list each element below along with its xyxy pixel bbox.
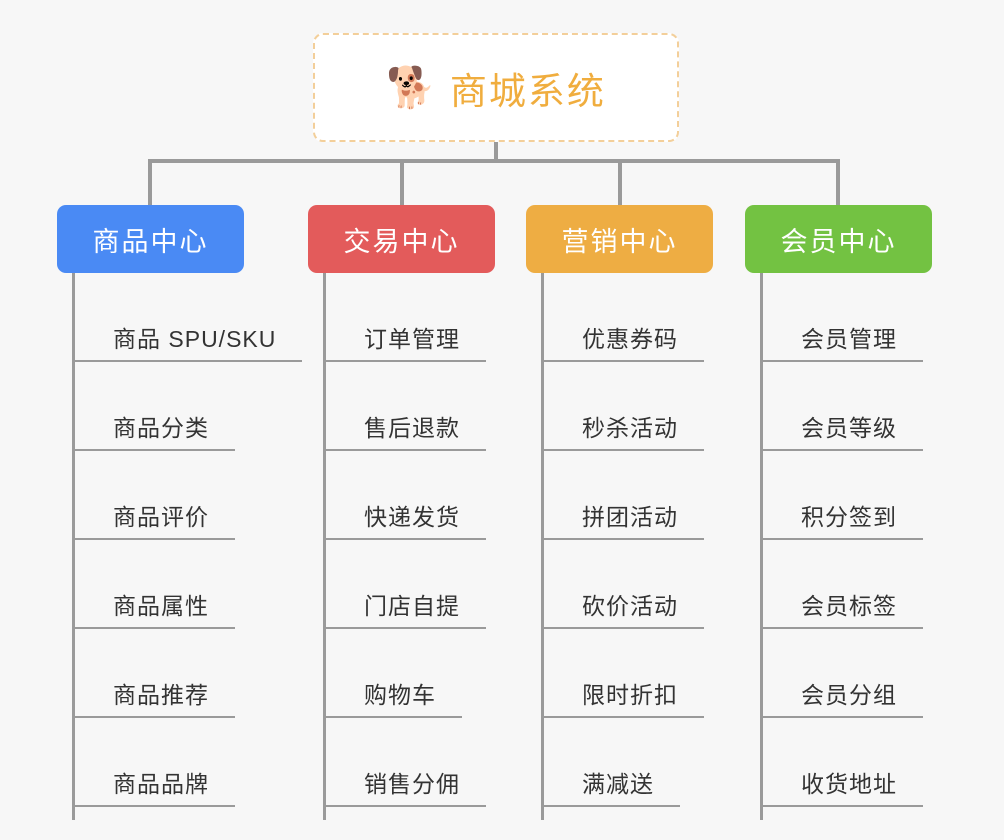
leaf-item-label: 限时折扣 [582,682,678,708]
leaf-item-label: 商品推荐 [113,682,209,708]
leaf-item-label: 销售分佣 [364,771,460,797]
leaf-item[interactable]: 会员分组 [763,629,923,718]
leaf-item-underline [763,627,923,629]
leaf-item-underline [75,360,303,362]
leaf-item-underline [763,360,923,362]
leaf-item[interactable]: 商品 SPU/SKU [75,273,303,362]
category-box-product-center[interactable]: 商品中心 [57,205,244,273]
column-spine [323,273,326,820]
leaf-item-underline [544,805,680,807]
root-node[interactable]: 🐕 商城系统 [313,33,679,142]
leaf-item-label: 商品属性 [113,593,209,619]
leaf-item[interactable]: 砍价活动 [544,540,704,629]
leaf-item-label: 售后退款 [364,415,460,441]
leaf-item[interactable]: 商品品牌 [75,718,235,807]
leaf-item-underline [326,360,486,362]
leaf-item-label: 会员等级 [801,415,897,441]
leaf-item[interactable]: 商品分类 [75,362,235,451]
leaf-item-label: 拼团活动 [582,504,678,530]
leaf-item[interactable]: 会员管理 [763,273,923,362]
category-box-label: 交易中心 [343,226,460,257]
leaf-item-label: 订单管理 [364,326,460,352]
leaf-item[interactable]: 商品属性 [75,540,235,629]
leaf-item-underline [326,538,486,540]
column-spine [760,273,763,820]
category-box-label: 营销中心 [561,226,678,257]
leaf-item-underline [75,449,235,451]
leaf-item-underline [544,716,704,718]
leaf-item[interactable]: 优惠券码 [544,273,704,362]
leaf-item-underline [763,805,923,807]
leaf-item-underline [326,805,486,807]
leaf-item-underline [75,716,235,718]
leaf-item-label: 商品分类 [113,415,209,441]
leaf-item-label: 满减送 [582,771,654,797]
leaf-item-label: 优惠券码 [582,326,678,352]
leaf-item-underline [544,360,704,362]
leaf-item-label: 会员分组 [801,682,897,708]
leaf-item[interactable]: 拼团活动 [544,451,704,540]
leaf-item[interactable]: 限时折扣 [544,629,704,718]
leaf-item[interactable]: 快递发货 [326,451,486,540]
leaf-item[interactable]: 商品推荐 [75,629,235,718]
category-box-label: 商品中心 [92,226,209,257]
connector-root-stub [494,142,498,162]
leaf-item[interactable]: 售后退款 [326,362,486,451]
leaf-item[interactable]: 积分签到 [763,451,923,540]
leaf-item-underline [763,716,923,718]
leaf-item[interactable]: 购物车 [326,629,462,718]
leaf-item-underline [75,538,235,540]
leaf-item[interactable]: 门店自提 [326,540,486,629]
category-box-trade-center[interactable]: 交易中心 [308,205,495,273]
leaf-item-label: 会员标签 [801,593,897,619]
leaf-item[interactable]: 会员标签 [763,540,923,629]
connector-horizontal-bar [148,159,840,163]
leaf-item-label: 砍价活动 [582,593,678,619]
leaf-item-label: 购物车 [364,682,436,708]
category-box-marketing-center[interactable]: 营销中心 [526,205,713,273]
leaf-item-underline [544,627,704,629]
leaf-item-label: 商品品牌 [113,771,209,797]
leaf-item-label: 会员管理 [801,326,897,352]
connector-drop-4 [836,159,840,207]
leaf-item[interactable]: 销售分佣 [326,718,486,807]
leaf-item-underline [763,449,923,451]
leaf-item-label: 秒杀活动 [582,415,678,441]
column-spine [72,273,75,820]
shiba-dog-face-icon: 🐕 [386,64,436,111]
root-node-label: 商城系统 [449,70,606,112]
category-box-member-center[interactable]: 会员中心 [745,205,932,273]
leaf-item[interactable]: 满减送 [544,718,680,807]
leaf-item-underline [544,538,704,540]
leaf-item-label: 积分签到 [801,504,897,530]
connector-drop-2 [400,159,404,207]
leaf-item-label: 收货地址 [801,771,897,797]
leaf-item[interactable]: 秒杀活动 [544,362,704,451]
leaf-item-underline [326,627,486,629]
leaf-item-underline [326,449,486,451]
leaf-item[interactable]: 收货地址 [763,718,923,807]
leaf-item-underline [544,449,704,451]
leaf-item-underline [326,716,462,718]
leaf-item[interactable]: 会员等级 [763,362,923,451]
leaf-item-underline [763,538,923,540]
leaf-item-label: 商品评价 [113,504,209,530]
connector-drop-1 [148,159,152,207]
leaf-item-underline [75,805,235,807]
column-spine [541,273,544,820]
category-box-label: 会员中心 [780,226,897,257]
leaf-item-underline [75,627,235,629]
leaf-item[interactable]: 订单管理 [326,273,486,362]
leaf-item-label: 门店自提 [364,593,460,619]
leaf-item[interactable]: 商品评价 [75,451,235,540]
leaf-item-label: 快递发货 [364,504,460,530]
connector-drop-3 [618,159,622,207]
leaf-item-label: 商品 SPU/SKU [113,326,277,352]
